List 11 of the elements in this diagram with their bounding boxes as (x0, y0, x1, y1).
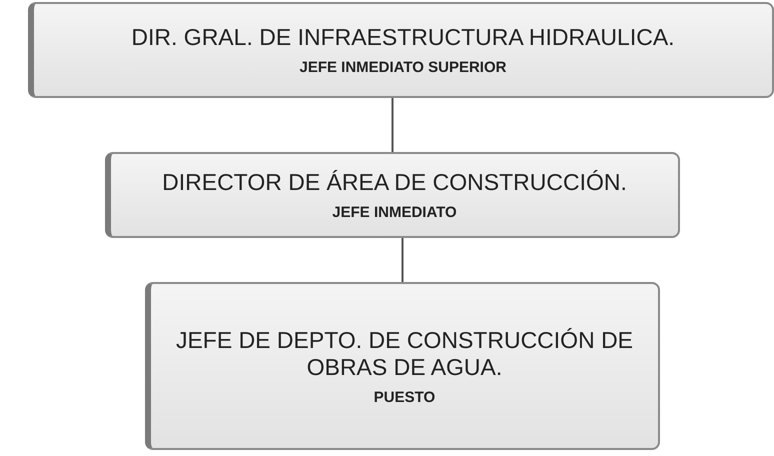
position-title: DIRECTOR DE ÁREA DE CONSTRUCCIÓN. (161, 169, 628, 196)
position-box (28, 2, 774, 98)
position-role: JEFE INMEDIATO (332, 204, 457, 221)
connector-line (392, 98, 394, 152)
position-role: PUESTO (374, 388, 436, 406)
position-role: JEFE INMEDIATO SUPERIOR (300, 59, 506, 76)
position-box (105, 152, 680, 238)
connector-line (402, 238, 404, 282)
position-box (145, 282, 660, 450)
position-title: JEFE DE DEPTO. DE CONSTRUCCIÓN DE OBRAS DE AGUA. (174, 326, 634, 380)
position-title: DIR. GRAL. DE INFRAESTRUCTURA HIDRAULICA. (130, 24, 676, 51)
